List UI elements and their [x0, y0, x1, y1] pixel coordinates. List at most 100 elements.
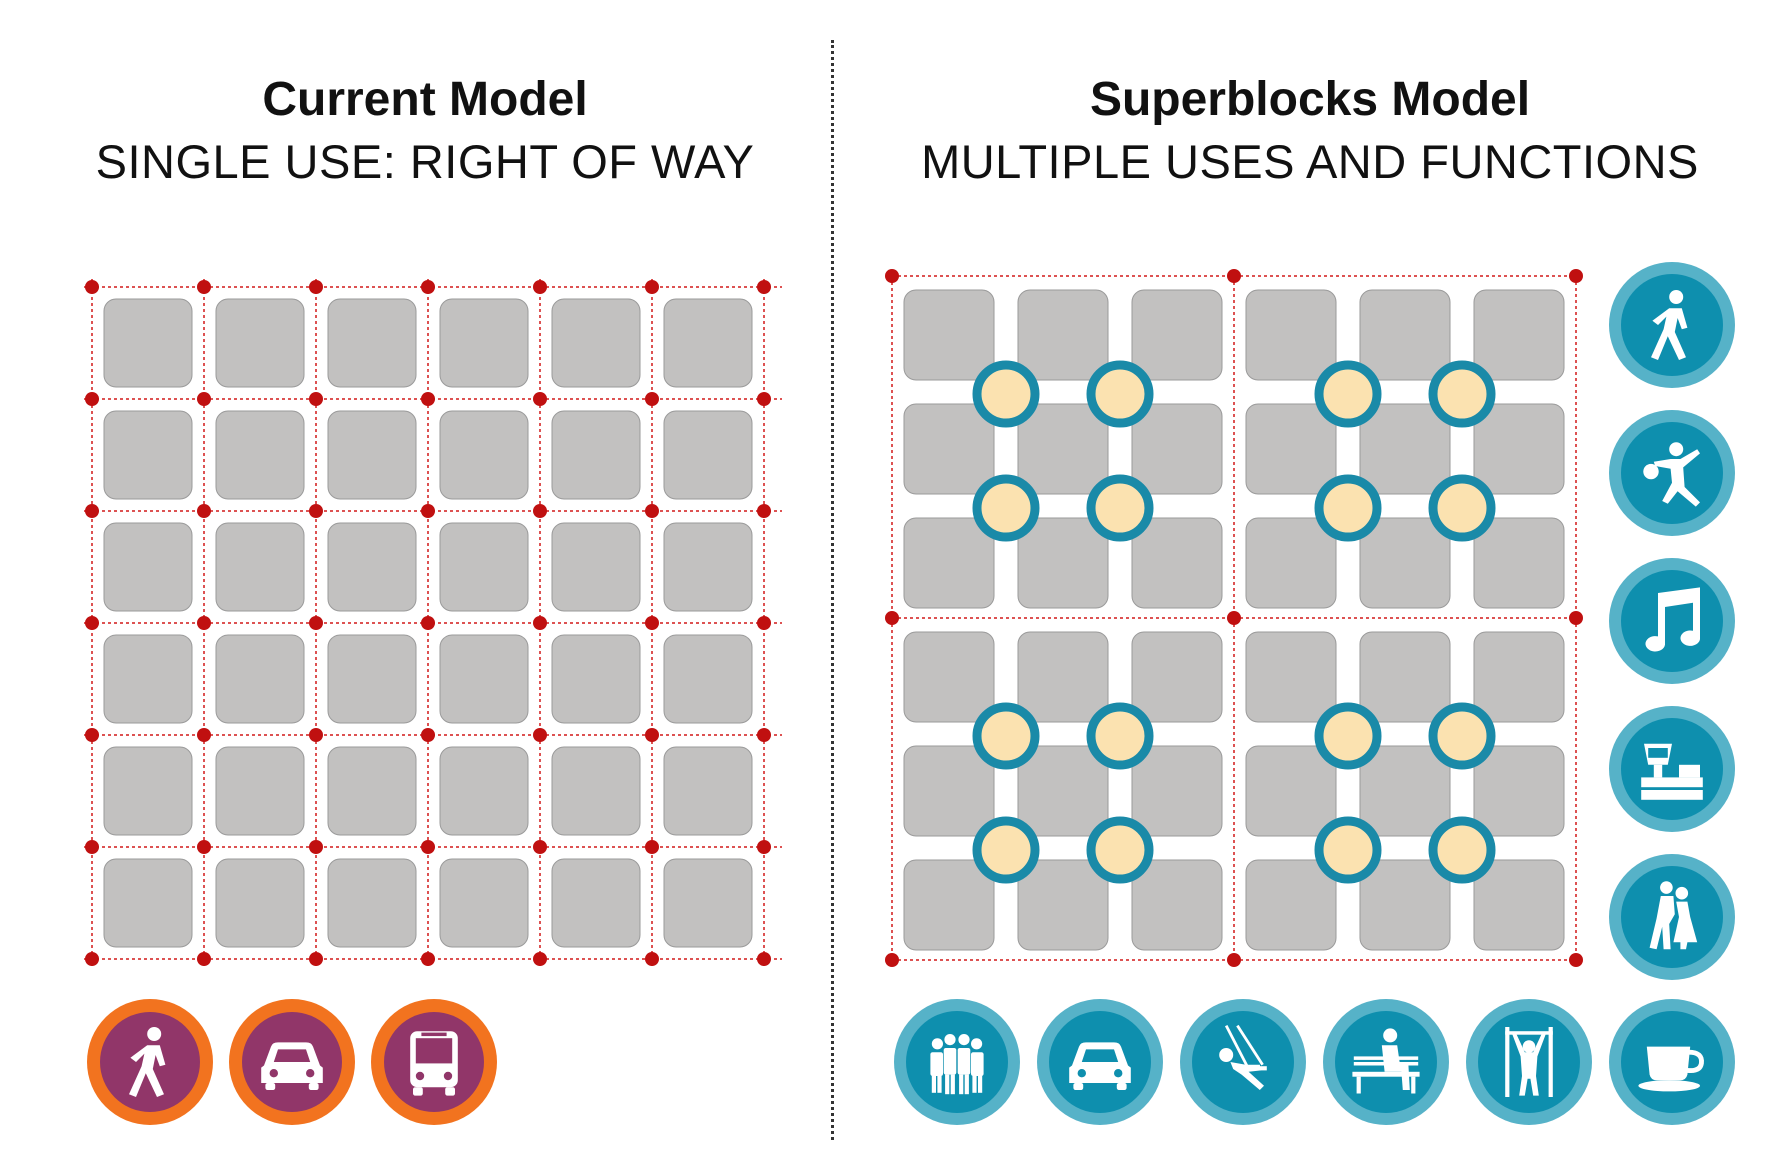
city-block [663, 298, 753, 388]
intersection-node [197, 280, 211, 294]
intersection-node [645, 504, 659, 518]
city-block [215, 298, 305, 388]
city-block [1359, 631, 1451, 723]
city-block [103, 410, 193, 500]
superblocks-model-icons [894, 262, 1735, 1125]
intersection-node [1569, 953, 1583, 967]
city-block [1473, 631, 1565, 723]
city-block [1359, 745, 1451, 837]
city-block [1245, 403, 1337, 495]
city-block [327, 410, 417, 500]
city-block [903, 403, 995, 495]
city-block [1473, 403, 1565, 495]
pedestrian-icon [1609, 262, 1735, 388]
intersection-node [309, 616, 323, 630]
plaza-node [1086, 360, 1154, 428]
intersection-node [197, 504, 211, 518]
city-block [1245, 517, 1337, 609]
intersection-node [885, 953, 899, 967]
intersection-node [757, 840, 771, 854]
intersection-node [533, 952, 547, 966]
city-block [327, 858, 417, 948]
city-block [663, 858, 753, 948]
current-model-title: Current Model SINGLE USE: RIGHT OF WAY [60, 70, 790, 194]
dancing-icon [1609, 854, 1735, 980]
intersection-node [309, 280, 323, 294]
section-divider [831, 40, 834, 1140]
intersection-node [309, 392, 323, 406]
intersection-node [197, 616, 211, 630]
city-block [903, 289, 995, 381]
superblocks-model-subheading: MULTIPLE USES AND FUNCTIONS [921, 135, 1699, 188]
city-block [215, 746, 305, 836]
intersection-node [645, 616, 659, 630]
intersection-node [1227, 953, 1241, 967]
city-block [1017, 745, 1109, 837]
plaza-node [1086, 816, 1154, 884]
plaza-node [972, 360, 1040, 428]
city-block [327, 634, 417, 724]
intersection-node [645, 280, 659, 294]
intersection-node [645, 952, 659, 966]
superblock [903, 631, 1223, 951]
intersection-node [533, 280, 547, 294]
intersection-node [645, 392, 659, 406]
plaza-node [1428, 816, 1496, 884]
current-model-subheading: SINGLE USE: RIGHT OF WAY [95, 135, 755, 188]
intersection-node [757, 728, 771, 742]
swing-icon [1180, 999, 1306, 1125]
city-block [103, 858, 193, 948]
intersection-node [197, 728, 211, 742]
plaza-node [972, 816, 1040, 884]
intersection-node [309, 952, 323, 966]
intersection-node [85, 840, 99, 854]
city-block [1359, 859, 1451, 951]
city-block [551, 298, 641, 388]
intersection-node [757, 280, 771, 294]
city-block [439, 298, 529, 388]
city-block [903, 745, 995, 837]
city-block [551, 858, 641, 948]
city-block [551, 634, 641, 724]
city-block [551, 522, 641, 612]
superblock [1245, 289, 1565, 609]
intersection-node [533, 840, 547, 854]
city-block [103, 298, 193, 388]
intersection-node [309, 728, 323, 742]
intersection-node [645, 840, 659, 854]
city-block [663, 634, 753, 724]
city-block [1131, 517, 1223, 609]
city-block [903, 631, 995, 723]
city-block [327, 298, 417, 388]
intersection-node [645, 728, 659, 742]
plaza-node [972, 702, 1040, 770]
city-block [1359, 289, 1451, 381]
intersection-node [533, 504, 547, 518]
bench-icon [1323, 999, 1449, 1125]
city-block [551, 746, 641, 836]
intersection-node [533, 616, 547, 630]
intersection-node [421, 616, 435, 630]
intersection-node [421, 392, 435, 406]
intersection-node [421, 504, 435, 518]
intersection-node [885, 269, 899, 283]
intersection-node [757, 392, 771, 406]
plaza-node [1428, 360, 1496, 428]
sports-icon [1609, 410, 1735, 536]
city-block [1359, 517, 1451, 609]
plaza-node [1314, 816, 1382, 884]
intersection-node [197, 392, 211, 406]
intersection-node [421, 728, 435, 742]
city-block [1131, 289, 1223, 381]
intersection-node [85, 616, 99, 630]
city-block [903, 517, 995, 609]
plaza-node [1314, 360, 1382, 428]
city-block [1017, 631, 1109, 723]
music-icon [1609, 558, 1735, 684]
intersection-node [1569, 611, 1583, 625]
city-block [103, 746, 193, 836]
market-icon [1609, 706, 1735, 832]
city-block [1245, 289, 1337, 381]
city-block [1131, 859, 1223, 951]
